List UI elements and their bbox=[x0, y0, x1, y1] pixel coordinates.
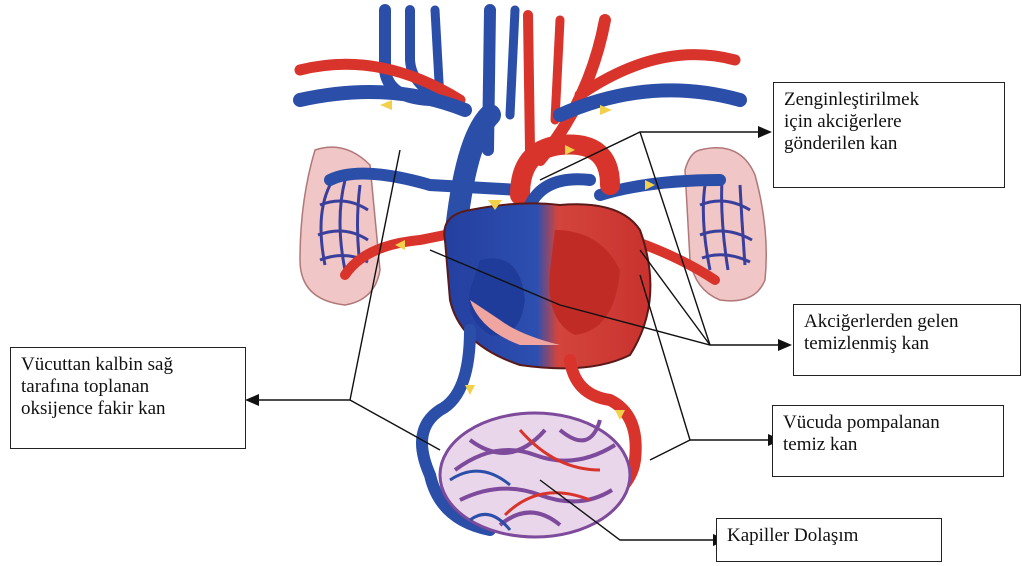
capillary-bed bbox=[440, 413, 630, 537]
label-aorta-out-line-1: Vücuda pompalanan bbox=[783, 412, 993, 434]
label-capillary: Kapiller Dolaşım bbox=[716, 518, 942, 562]
right-lung bbox=[685, 148, 766, 301]
label-pulmonary-vein-line-1: Akciğerlerden gelen bbox=[804, 311, 1010, 333]
arrowhead-pulmonary-vein bbox=[778, 339, 792, 351]
label-venous-return-line-1: Vücuttan kalbin sağ bbox=[21, 354, 235, 376]
label-aorta-out-line-2: temiz kan bbox=[783, 434, 993, 456]
label-venous-return: Vücuttan kalbin sağ tarafına toplanan ok… bbox=[10, 347, 246, 449]
label-pulmonary-artery-line-2: için akciğerlere bbox=[784, 111, 994, 133]
label-aorta-out: Vücuda pompalanan temiz kan bbox=[772, 405, 1004, 477]
label-capillary-line-1: Kapiller Dolaşım bbox=[727, 525, 931, 547]
arrowhead-pulmonary-artery bbox=[758, 126, 772, 138]
label-pulmonary-artery: Zenginleştirilmek için akciğerlere gönde… bbox=[773, 82, 1005, 188]
label-venous-return-line-3: oksijence fakir kan bbox=[21, 398, 235, 420]
arrowhead-venous-return bbox=[245, 394, 259, 406]
label-pulmonary-vein: Akciğerlerden gelen temizlenmiş kan bbox=[793, 304, 1021, 376]
label-venous-return-line-2: tarafına toplanan bbox=[21, 376, 235, 398]
label-pulmonary-artery-line-1: Zenginleştirilmek bbox=[784, 89, 994, 111]
label-pulmonary-vein-line-2: temizlenmiş kan bbox=[804, 333, 1010, 355]
label-pulmonary-artery-line-3: gönderilen kan bbox=[784, 133, 994, 155]
